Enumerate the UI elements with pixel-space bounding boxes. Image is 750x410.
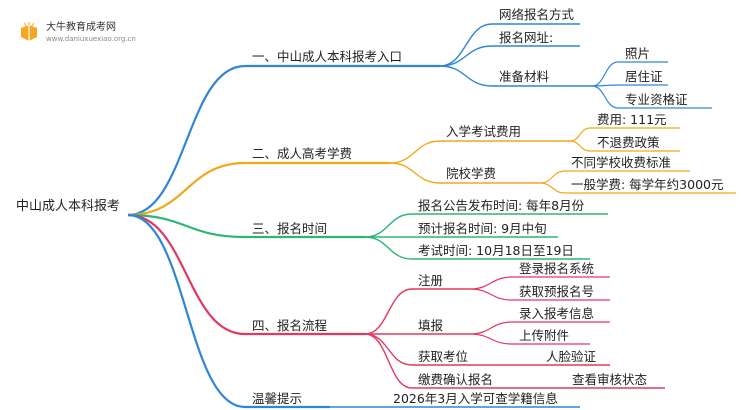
node-materials: 准备材料: [499, 69, 550, 84]
root-topic: 中山成人本科报考: [16, 199, 121, 214]
connector-payment: [364, 333, 413, 389]
branch-timeline: 三、报名时间: [252, 221, 328, 236]
connector-branch-2: [127, 161, 246, 217]
site-logo: 大牛教育成考网 www.daniuxuexiao.org.cn: [18, 20, 136, 46]
connector-exam-fee: [389, 140, 441, 164]
connector-branch-5: [127, 213, 246, 409]
connector-login: [469, 276, 513, 290]
branch-process: 四、报名流程: [252, 318, 328, 333]
leaf-photo: 照片: [625, 46, 651, 61]
connector-prereg-number: [469, 288, 513, 301]
leaf-login: 登录报名系统: [519, 261, 595, 276]
connector-branch-4: [127, 213, 246, 336]
connector-materials: [439, 65, 493, 87]
connector-online-signup: [439, 23, 493, 67]
connector-branch-3: [127, 213, 246, 239]
node-signup-time: 预计报名时间: 9月中旬: [418, 221, 547, 236]
leaf-face-verify: 人脸验证: [546, 349, 597, 364]
leaf-fee-standard: 不同学校收费标准: [571, 155, 672, 170]
logo-url: www.daniuxuexiao.org.cn: [46, 35, 136, 43]
connector-photo: [591, 61, 619, 87]
branch-entry: 一、中山成人本科报考入口: [252, 49, 403, 64]
leaf-no-refund: 不退费政策: [597, 135, 660, 150]
leaf-prereg-number: 获取预报名号: [519, 284, 595, 299]
connector-signup-url: [439, 45, 493, 67]
leaf-residence: 居住证: [625, 69, 663, 84]
connector-upload: [469, 333, 513, 345]
logo-name: 大牛教育成考网: [46, 22, 116, 33]
node-online-signup: 网络报名方式: [499, 7, 575, 22]
logo-icon: [18, 22, 40, 44]
node-payment: 缴费确认报名: [418, 372, 494, 387]
connector-fee-standard: [539, 170, 566, 184]
leaf-annual-tuition: 一般学费: 每学年约3000元: [571, 177, 724, 192]
connector-branch-1: [127, 64, 246, 217]
node-exam-seat: 获取考位: [418, 349, 469, 364]
connector-announce-time: [364, 213, 413, 238]
connector-register: [364, 288, 413, 335]
leaf-review-status: 查看审核状态: [572, 372, 648, 387]
node-fill-in: 填报: [418, 318, 444, 333]
branch-fees: 二、成人高考学费: [252, 146, 353, 161]
connector-tuition: [389, 162, 441, 184]
connector-certificate: [591, 85, 619, 109]
connector-no-refund: [569, 140, 591, 152]
node-register: 注册: [418, 273, 444, 288]
node-enrollment-tip: 2026年3月入学可查学籍信息: [393, 391, 558, 406]
leaf-fee-amount: 费用: 111元: [597, 112, 667, 127]
leaf-certificate: 专业资格证: [625, 92, 688, 107]
node-exam-fee: 入学考试费用: [446, 124, 522, 139]
connector-enter-info: [469, 321, 513, 335]
leaf-enter-info: 录入报考信息: [519, 306, 595, 321]
node-exam-time: 考试时间: 10月18日至19日: [418, 243, 574, 258]
branch-tips: 温馨提示: [252, 391, 303, 406]
connector-annual-tuition: [539, 182, 566, 194]
connector-exam-time: [364, 236, 413, 260]
connector-fee-amount: [569, 127, 591, 142]
leaf-upload: 上传附件: [519, 328, 570, 343]
node-signup-url: 报名网址:: [499, 30, 554, 45]
node-tuition: 院校学费: [446, 166, 497, 181]
node-announce-time: 报名公告发布时间: 每年8月份: [418, 198, 585, 213]
